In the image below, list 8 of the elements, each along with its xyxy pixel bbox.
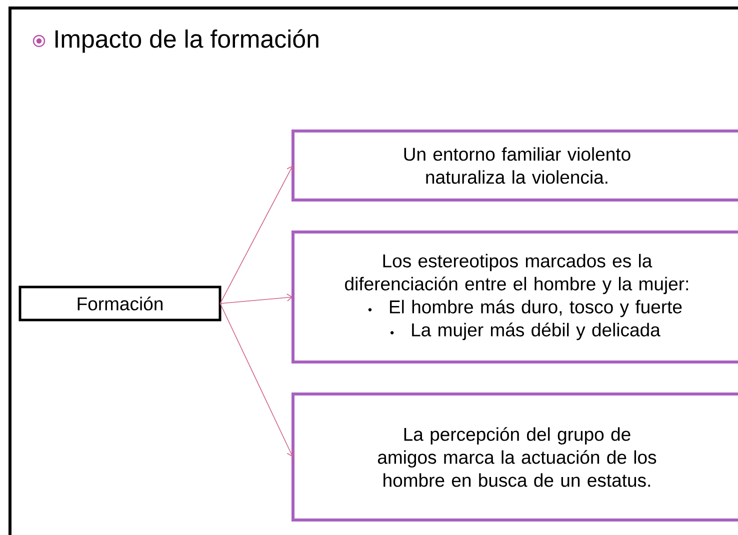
concept-box: Formación — [18, 286, 222, 322]
arrow — [220, 294, 293, 304]
text-box: Un entorno familiar violento naturaliza la violencia. — [292, 130, 738, 202]
arrow — [220, 166, 294, 304]
title: Impacto de la formación — [56, 29, 318, 53]
text-box: Los estereotipos marcados es la diferenciación entre el hombre y la mujer: El hombre más duro, tosco y fuerte La mujer más débil y delicada — [292, 230, 738, 364]
text-box: La percepción del grupo de amigos marca la actuación de los hombre en busca de un estatus. — [292, 392, 738, 522]
arrow — [220, 303, 294, 457]
